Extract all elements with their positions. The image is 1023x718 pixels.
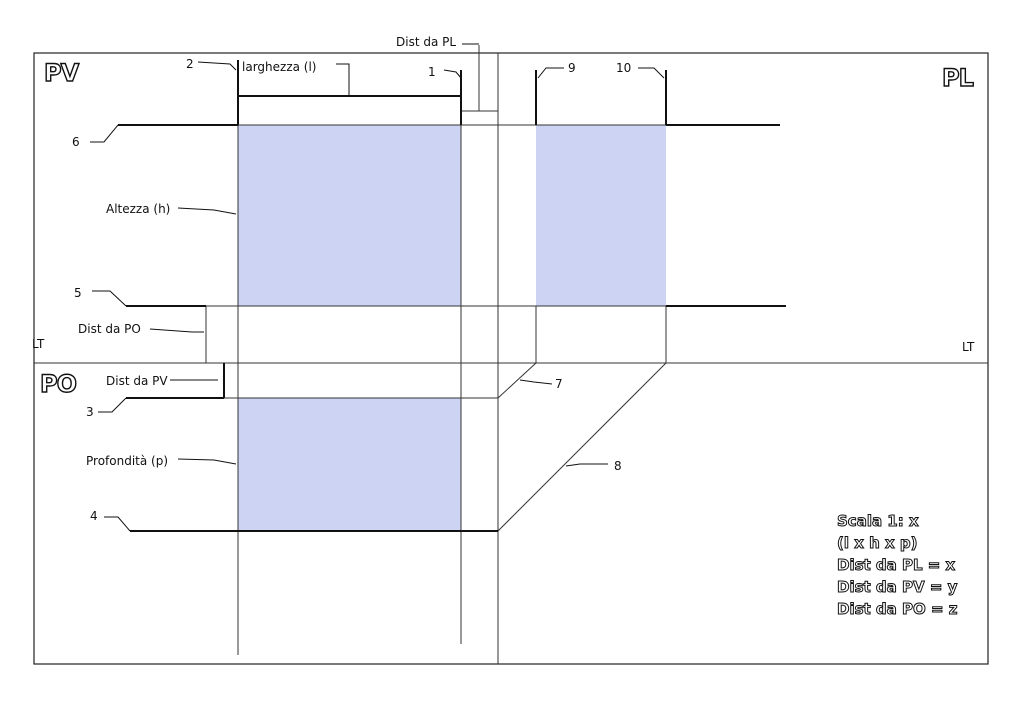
legend-line-dist-pv: Dist da PV = y xyxy=(837,578,958,596)
ground-line-label-right: LT xyxy=(962,340,975,354)
label-larghezza: larghezza (l) xyxy=(242,60,316,74)
plane-label-pv: PV xyxy=(44,59,80,87)
front-view-face xyxy=(238,125,461,306)
callout-6: 6 xyxy=(72,135,80,149)
label-dist-da-po: Dist da PO xyxy=(78,322,141,336)
callout-8: 8 xyxy=(614,459,622,473)
leader-lines xyxy=(90,43,665,532)
label-profondita: Profondità (p) xyxy=(86,454,168,468)
ground-line-label-left: LT xyxy=(32,337,45,351)
top-view-face xyxy=(238,398,461,531)
legend-line-scale: Scala 1: x xyxy=(837,512,919,530)
legend-line-dims: (l x h x p) xyxy=(837,534,918,552)
callout-9: 9 xyxy=(568,61,576,75)
drawing-frame xyxy=(33,52,989,665)
legend-line-dist-po: Dist da PO = z xyxy=(837,600,958,618)
callout-4: 4 xyxy=(90,509,98,523)
legend-line-dist-pl: Dist da PL = x xyxy=(837,556,956,574)
scale-legend: Scala 1: x (l x h x p) Dist da PL = x Di… xyxy=(837,512,959,619)
callout-10: 10 xyxy=(616,61,631,75)
label-altezza: Altezza (h) xyxy=(106,202,170,216)
plane-label-po: PO xyxy=(40,370,77,398)
plane-label-pl: PL xyxy=(942,64,974,92)
thick-edges xyxy=(118,60,786,532)
label-dist-da-pv: Dist da PV xyxy=(106,374,168,388)
label-dist-da-pl: Dist da PL xyxy=(396,35,456,49)
callout-1: 1 xyxy=(428,65,436,79)
side-view-face xyxy=(536,125,666,306)
callout-3: 3 xyxy=(86,405,94,419)
callout-2: 2 xyxy=(186,57,194,71)
callout-5: 5 xyxy=(74,286,82,300)
callout-7: 7 xyxy=(555,377,563,391)
